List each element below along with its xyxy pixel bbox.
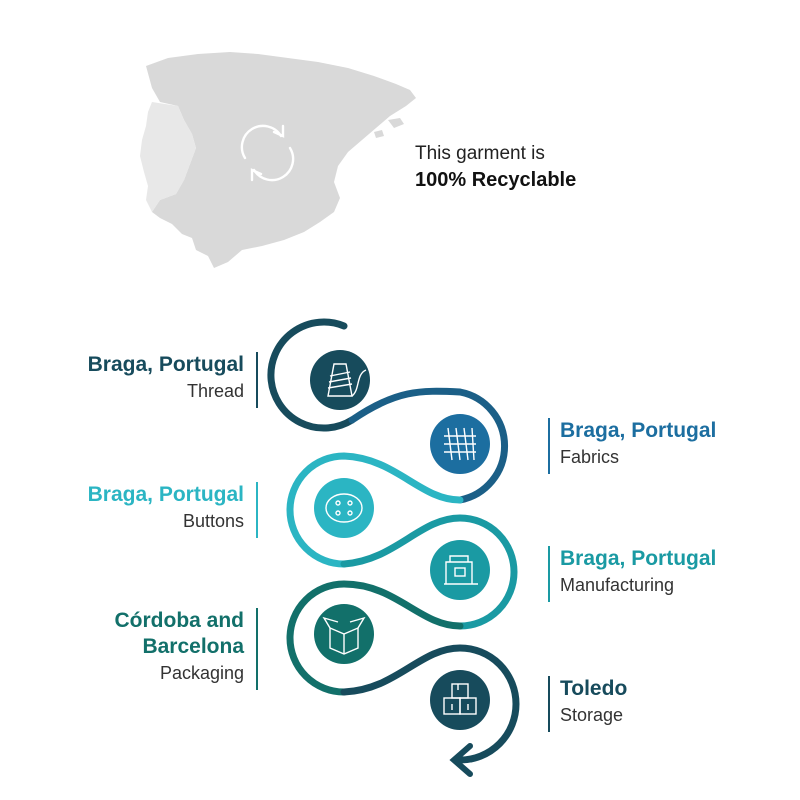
- path-segment-5: [286, 580, 464, 696]
- step-place-2: Braga, Portugal: [560, 419, 717, 442]
- step-role-4: Manufacturing: [560, 575, 675, 595]
- recyclable-statement: This garment is 100% Recyclable: [415, 142, 576, 194]
- sewing-machine-icon: [444, 555, 478, 585]
- divider-line-4: [548, 546, 550, 602]
- path-segment-4: [340, 514, 518, 630]
- step-label-1: Braga, Portugal Thread: [88, 352, 244, 404]
- path-segment-6: [340, 644, 520, 764]
- step-place-3: Braga, Portugal: [87, 483, 244, 506]
- step-place-1: Braga, Portugal: [87, 353, 244, 376]
- step-circle-manufacturing: [430, 540, 490, 600]
- step-place-6: Toledo: [560, 677, 628, 700]
- portugal-shape: [140, 102, 196, 212]
- step-label-3: Braga, Portugal Buttons: [88, 482, 244, 534]
- step-label-4: Braga, Portugal Manufacturing: [560, 546, 716, 598]
- step-circle-buttons: [314, 478, 374, 538]
- step-place-4: Braga, Portugal: [560, 547, 717, 570]
- step-role-5: Packaging: [159, 663, 244, 683]
- step-role-2: Fabrics: [560, 447, 620, 467]
- step-role-3: Buttons: [182, 511, 244, 531]
- step-label-2: Braga, Portugal Fabrics: [560, 418, 716, 470]
- open-box-icon: [322, 616, 366, 655]
- path-segment-1: [267, 318, 356, 432]
- step-label-5: Córdoba and Barcelona Packaging: [115, 608, 245, 686]
- iberia-map: [140, 52, 416, 268]
- step-place-5: Córdoba and Barcelona: [114, 609, 245, 658]
- statement-line1: This garment is: [415, 143, 545, 164]
- path-segment-3: [286, 452, 464, 568]
- divider-line-1: [256, 352, 258, 408]
- statement-line2: 100% Recyclable: [415, 169, 577, 191]
- recycle-arrows-icon: [240, 124, 295, 182]
- button-icon: [325, 493, 363, 523]
- step-label-6: Toledo Storage: [560, 676, 627, 728]
- step-role-1: Thread: [186, 381, 244, 401]
- stacked-boxes-icon: [443, 683, 477, 715]
- divider-line-6: [548, 676, 550, 732]
- step-role-6: Storage: [560, 705, 624, 725]
- spain-shape: [146, 52, 416, 268]
- divider-line-2: [548, 418, 550, 474]
- path-segment-2: [348, 387, 508, 504]
- divider-line-3: [256, 482, 258, 538]
- fabric-weave-icon: [444, 427, 476, 461]
- thread-spool-icon: [327, 363, 367, 397]
- balearic-islands: [374, 118, 404, 138]
- divider-line-5: [256, 608, 258, 690]
- flow-end-arrow: [449, 743, 473, 777]
